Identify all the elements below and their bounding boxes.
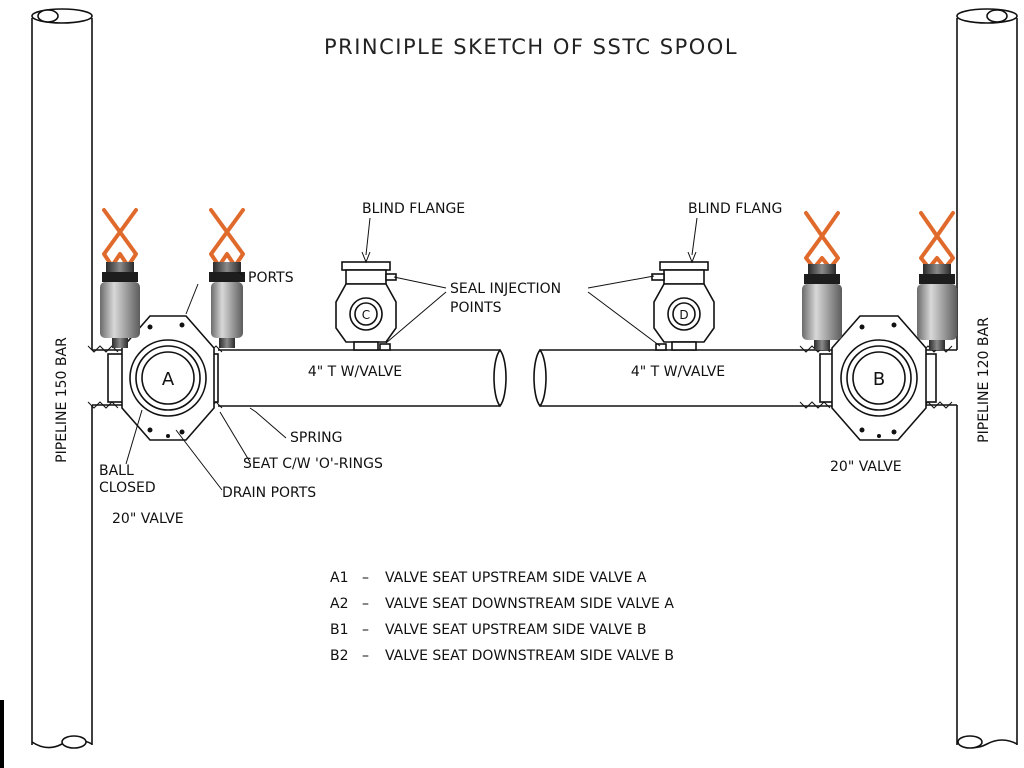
probe-a1 [100,208,140,348]
diagram-title: PRINCIPLE SKETCH OF SSTC SPOOL [324,35,738,59]
legend-text: VALVE SEAT UPSTREAM SIDE VALVE A [385,570,647,586]
blind-flange-label-right: BLIND FLANG [688,201,782,217]
probe-b2 [917,211,957,350]
valve-b [831,315,927,441]
legend: A1 – VALVE SEAT UPSTREAM SIDE VALVE A A2… [330,570,674,664]
svg-text:–: – [362,570,369,586]
legend-text: VALVE SEAT UPSTREAM SIDE VALVE B [385,622,647,638]
ball-label-2: CLOSED [99,480,156,496]
seal-injection-label-1: SEAL INJECTION [450,281,561,297]
valve-a-letter: A [162,369,175,390]
valve-b-letter: B [873,369,885,390]
valve-d-letter: D [679,308,688,322]
legend-code: A2 [330,596,348,612]
valve-c-letter: C [362,308,370,322]
blind-flange-label-left: BLIND FLANGE [362,201,465,217]
valve-a [121,315,215,441]
seat-label: SEAT C/W 'O'-RINGS [243,456,383,472]
legend-text: VALVE SEAT DOWNSTREAM SIDE VALVE B [385,648,674,664]
spring-label: SPRING [290,430,343,446]
seal-injection-label-2: POINTS [450,300,502,316]
left-pipeline-label: PIPELINE 150 BAR [54,337,70,463]
valve-a-size-label: 20" VALVE [112,511,184,527]
left-pipeline [31,8,93,749]
legend-code: B2 [330,648,349,664]
ports-label: PORTS [248,270,294,286]
probe-b1 [802,211,842,350]
ball-label-1: BALL [99,463,134,479]
svg-text:–: – [362,648,369,664]
svg-text:–: – [362,596,369,612]
probe-a2 [209,208,245,348]
left-tee-label: 4" T W/VALVE [308,364,402,380]
legend-text: VALVE SEAT DOWNSTREAM SIDE VALVE A [385,596,674,612]
edge-mark [0,700,4,768]
leader-lines [125,217,698,491]
valve-b-size-label: 20" VALVE [830,459,902,475]
svg-text:–: – [362,622,369,638]
right-tee-label: 4" T W/VALVE [631,364,725,380]
valve-c [335,261,397,351]
valve-d [651,261,715,351]
legend-code: B1 [330,622,349,638]
legend-code: A1 [330,570,348,586]
drain-ports-label: DRAIN PORTS [222,485,316,501]
right-pipeline-label: PIPELINE 120 BAR [976,317,992,443]
